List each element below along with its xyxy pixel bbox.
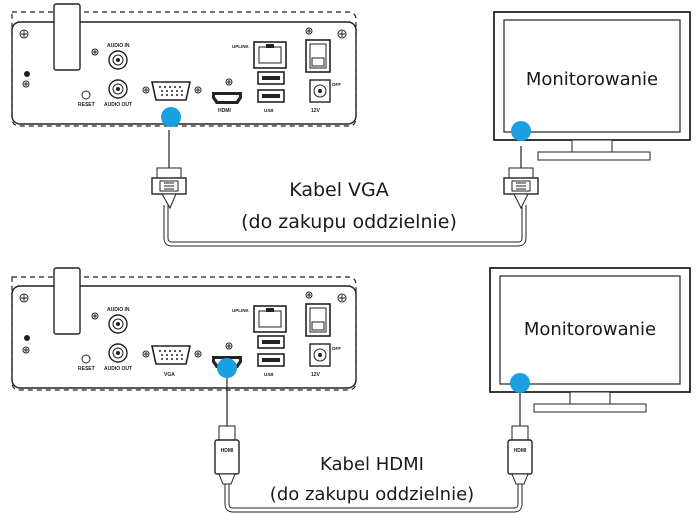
hdmi-connector-right-label: HDMI — [514, 448, 527, 454]
antenna-icon — [53, 3, 81, 71]
vga-cable — [163, 130, 527, 247]
power-switch[interactable] — [305, 303, 331, 337]
usb-port[interactable] — [257, 71, 285, 103]
monitor-bottom-label: Monitorowanie — [524, 319, 656, 340]
audio-in-label: AUDIO IN — [107, 307, 130, 313]
ethernet-port[interactable] — [253, 41, 287, 69]
monitor-top-label: Monitorowanie — [526, 69, 658, 90]
reset-button[interactable] — [81, 90, 91, 100]
audio-in-jack[interactable] — [108, 50, 128, 70]
usb-label: USB — [264, 372, 274, 377]
indicator-dot — [24, 71, 30, 77]
hdmi-cable-label: Kabel HDMI — [320, 454, 424, 475]
audio-out-label: AUDIO OUT — [104, 366, 132, 372]
nvr-device-bottom: RESET AUDIO IN AUDIO OUT VGA UPLINK — [11, 267, 357, 391]
off-label: OFF — [332, 82, 341, 87]
screw-icon — [19, 27, 347, 94]
dc-power-jack[interactable] — [309, 79, 331, 103]
reset-label: RESET — [78, 102, 95, 108]
usb-port[interactable] — [257, 335, 285, 367]
antenna-icon — [53, 267, 81, 335]
vga-connector-left — [151, 167, 187, 210]
usb-label: USB — [264, 108, 274, 113]
nvr-device-top: RESET AUDIO IN AUDIO OUT HDMI — [11, 3, 357, 127]
power-switch[interactable] — [305, 39, 331, 73]
audio-in-label: AUDIO IN — [107, 43, 130, 49]
vga-cable-label: Kabel VGA — [289, 179, 389, 201]
vga-connector-right — [503, 167, 539, 210]
monitor-bottom: Monitorowanie — [489, 267, 691, 413]
vga-label: VGA — [164, 372, 175, 378]
uplink-label: UPLINK — [232, 308, 250, 313]
vga-port[interactable] — [151, 345, 191, 365]
ethernet-port[interactable] — [253, 305, 287, 333]
monitor-bottom-port-marker — [510, 373, 530, 393]
monitor-top: Monitorowanie — [493, 11, 691, 161]
audio-out-label: AUDIO OUT — [104, 102, 132, 108]
hdmi-port-marker — [217, 358, 237, 378]
hdmi-cable-note: (do zakupu oddzielnie) — [270, 484, 474, 505]
hdmi-connector-right: HDMI — [507, 425, 533, 485]
vga-port-marker — [161, 107, 181, 127]
indicator-dot — [24, 335, 30, 341]
power-label: 12V — [311, 108, 321, 114]
vga-cable-note: (do zakupu oddzielnie) — [241, 211, 457, 233]
reset-button[interactable] — [81, 354, 91, 364]
dc-power-jack[interactable] — [309, 343, 331, 367]
hdmi-port[interactable] — [212, 92, 242, 104]
audio-in-jack[interactable] — [108, 314, 128, 334]
hdmi-label: HDMI — [218, 108, 231, 114]
monitor-top-port-marker — [511, 121, 531, 141]
uplink-label: UPLINK — [232, 44, 250, 49]
screw-icon — [19, 291, 347, 358]
hdmi-connector-left: HDMI — [214, 425, 240, 485]
audio-out-jack[interactable] — [108, 343, 128, 363]
audio-out-jack[interactable] — [108, 79, 128, 99]
off-label: OFF — [332, 346, 341, 351]
hdmi-cable — [224, 376, 523, 513]
vga-port[interactable] — [151, 81, 191, 101]
power-label: 12V — [311, 372, 321, 378]
reset-label: RESET — [78, 366, 95, 372]
hdmi-connector-left-label: HDMI — [221, 448, 234, 454]
